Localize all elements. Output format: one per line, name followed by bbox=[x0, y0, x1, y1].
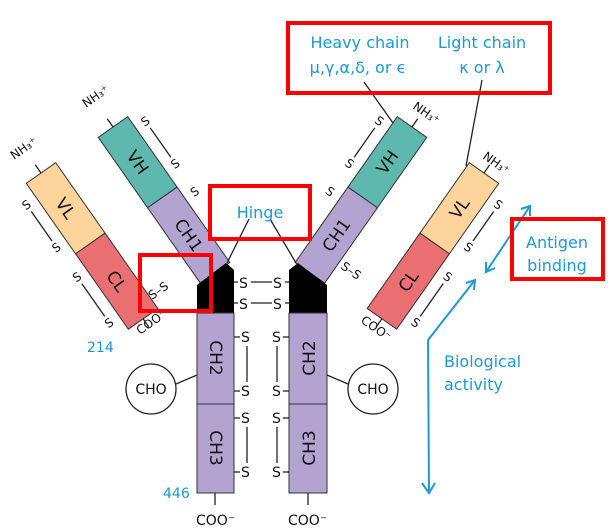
sulfur: S bbox=[19, 197, 33, 213]
right-carbohydrate bbox=[347, 363, 399, 415]
left-light-arm: VL CL S S S S bbox=[19, 161, 159, 331]
sulfur: S bbox=[491, 197, 505, 213]
light-chain-label: Light chain bbox=[438, 33, 526, 52]
sulfur: S bbox=[440, 269, 454, 285]
left-ch2-domain bbox=[196, 312, 235, 405]
sulfur: S bbox=[239, 297, 248, 313]
right-light-nh3: NH₃⁺ bbox=[480, 149, 512, 177]
right-ch3-label: CH3 bbox=[300, 430, 320, 465]
right-cho-label: CHO bbox=[357, 382, 388, 398]
sulfur: S bbox=[272, 384, 281, 400]
right-heavy-coo: COO⁻ bbox=[288, 513, 327, 529]
chain-labels-highlight-box bbox=[286, 21, 552, 95]
antigen-binding-label-2: binding bbox=[527, 256, 587, 275]
left-hinge-region bbox=[197, 263, 234, 313]
biological-activity-label-2: activity bbox=[444, 375, 503, 394]
left-cl-domain bbox=[74, 232, 159, 330]
left-heavy-coo: COO⁻ bbox=[196, 513, 235, 529]
left-heavy-nh3: NH₃⁺ bbox=[80, 82, 112, 110]
light-chain-types: κ or λ bbox=[459, 58, 504, 77]
sulfur: S bbox=[372, 113, 386, 129]
hinge-highlight-box bbox=[208, 184, 312, 241]
sulfur: S bbox=[241, 384, 250, 400]
sulfur: S bbox=[323, 184, 337, 200]
biological-activity-arrow bbox=[421, 278, 477, 495]
sulfur: S bbox=[241, 411, 250, 427]
sulfur: S bbox=[272, 330, 281, 346]
left-carbohydrate bbox=[125, 363, 177, 415]
antigen-binding-arrow bbox=[485, 204, 531, 274]
right-ch2-label: CH2 bbox=[300, 340, 320, 375]
left-light-nh3: NH₃⁺ bbox=[8, 134, 40, 162]
right-hinge-region bbox=[289, 263, 327, 313]
sulfur: S bbox=[49, 240, 63, 256]
sulfur: S bbox=[168, 156, 182, 172]
intrachain-disulfides: S S S S S S S S bbox=[234, 330, 289, 481]
sulfur: S bbox=[408, 315, 422, 331]
residue-214-label: 214 bbox=[87, 340, 114, 356]
interchain-disulfides: S S S S bbox=[234, 274, 289, 313]
disulfide-highlight-box bbox=[138, 253, 213, 313]
left-ch3-domain bbox=[196, 403, 235, 494]
sulfur: S bbox=[272, 411, 281, 427]
sulfur: S bbox=[239, 276, 248, 292]
sulfur: S bbox=[273, 276, 282, 292]
antigen-binding-highlight-box bbox=[510, 217, 605, 281]
sulfur: S bbox=[241, 330, 250, 346]
right-ch2-domain bbox=[288, 312, 328, 405]
heavy-chain-label: Heavy chain bbox=[310, 33, 409, 52]
left-cho-label: CHO bbox=[135, 382, 166, 398]
sulfur: S bbox=[342, 156, 356, 172]
biological-activity-label-1: Biological bbox=[444, 352, 521, 371]
sulfur: S bbox=[241, 465, 250, 481]
sulfur: S bbox=[272, 465, 281, 481]
sulfur: S bbox=[188, 184, 202, 200]
antigen-binding-label-1: Antigen bbox=[526, 233, 588, 252]
left-ch3-label: CH3 bbox=[205, 430, 225, 465]
sulfur: S bbox=[138, 113, 152, 129]
sulfur: S bbox=[70, 269, 84, 285]
sulfur: S bbox=[102, 315, 116, 331]
hinge-label: Hinge bbox=[237, 203, 284, 222]
sulfur: S bbox=[273, 297, 282, 313]
sulfur: S bbox=[461, 240, 475, 256]
residue-446-label: 446 bbox=[163, 486, 190, 502]
heavy-chain-types: μ,γ,α,δ, or ϵ bbox=[310, 58, 407, 77]
left-ch2-label: CH2 bbox=[205, 340, 225, 375]
light-heavy-disulfide: S–S bbox=[338, 259, 363, 283]
